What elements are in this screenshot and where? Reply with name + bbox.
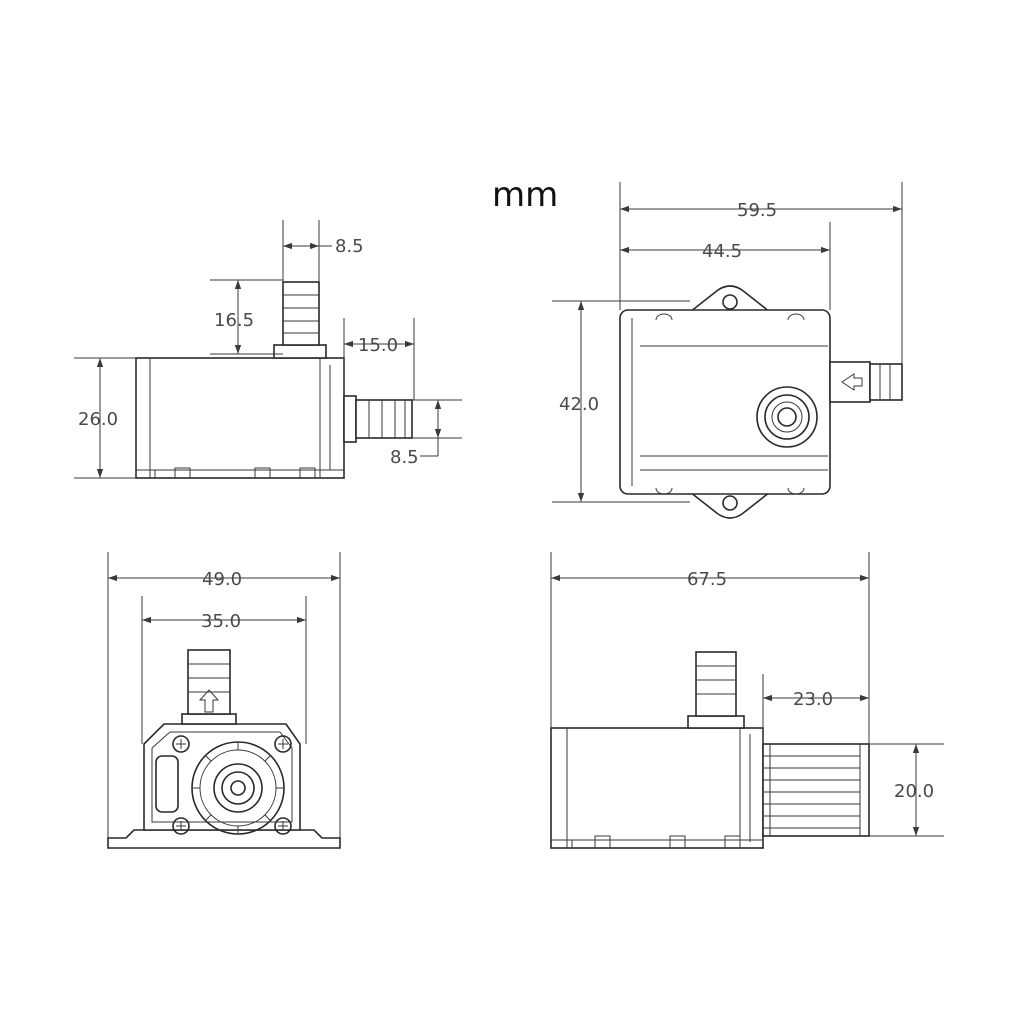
dim-top-body-length: 44.5 <box>702 241 742 262</box>
dim-inlet-length: 15.0 <box>358 335 398 356</box>
unit-label: mm <box>492 175 558 215</box>
side-view-2: 67.5 23.0 20.0 <box>550 552 944 849</box>
dim-side2-intake-diameter: 20.0 <box>894 781 934 802</box>
top-view-ear-bottom <box>687 491 773 519</box>
dim-front-body-width: 35.0 <box>201 611 241 632</box>
flow-arrow-icon <box>841 373 863 391</box>
dim-top-width: 42.0 <box>559 394 599 415</box>
front-view-screws <box>172 735 292 835</box>
top-view-outlet <box>829 361 903 403</box>
side-view-inlet <box>343 395 413 443</box>
side-view-outlet <box>273 281 327 359</box>
top-view-port <box>756 386 818 448</box>
dim-front-base-width: 49.0 <box>202 569 242 590</box>
dim-side2-overall-length: 67.5 <box>687 569 727 590</box>
dim-outlet-height: 16.5 <box>214 310 254 331</box>
side-view: 8.5 16.5 15.0 26.0 8.5 <box>74 220 462 479</box>
front-view-outlet <box>181 649 237 725</box>
dim-body-height: 26.0 <box>78 409 118 430</box>
flow-arrow-icon <box>198 689 220 713</box>
dim-side2-intake-length: 23.0 <box>793 689 833 710</box>
front-view-body <box>143 723 301 831</box>
top-view-ear-top <box>687 285 773 313</box>
front-view-intake <box>191 741 285 835</box>
dim-top-overall-length: 59.5 <box>737 200 777 221</box>
front-view: 49.0 35.0 <box>107 552 341 849</box>
side-view-2-body <box>550 727 764 849</box>
side-view-2-outlet <box>687 651 745 729</box>
front-view-base <box>107 829 341 849</box>
top-view: 59.5 44.5 42.0 <box>552 182 903 519</box>
dim-outlet-width: 8.5 <box>335 236 364 257</box>
top-view-body <box>619 309 831 495</box>
dim-inlet-diameter: 8.5 <box>390 447 419 468</box>
side-view-2-intake-filter <box>762 743 870 837</box>
side-view-body <box>135 357 345 479</box>
